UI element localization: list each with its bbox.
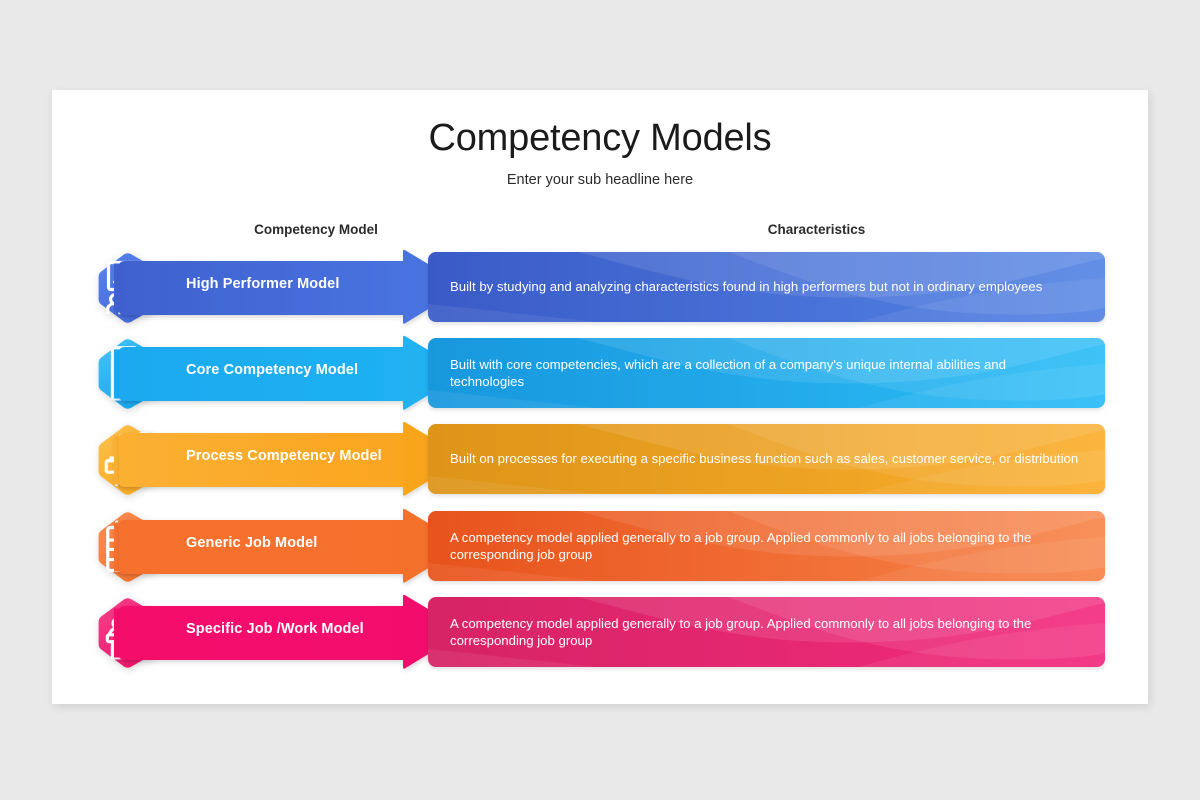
characteristic-panel[interactable]: Built on processes for executing a speci… (428, 424, 1105, 494)
competency-row: Process Competency Model Built on proces… (52, 417, 1148, 503)
row-arrow-shape[interactable] (103, 249, 465, 327)
panel-wave-decoration (428, 252, 1105, 322)
panel-wave-decoration (428, 338, 1105, 408)
panel-wave-decoration (428, 597, 1105, 667)
arrow-icon (114, 508, 464, 583)
arrow-icon (114, 335, 464, 410)
characteristic-text: A competency model applied generally to … (450, 529, 1032, 562)
panel-wave-decoration (428, 424, 1105, 494)
row-label: Core Competency Model (186, 362, 359, 378)
characteristic-text: A competency model applied generally to … (450, 615, 1032, 648)
page-title: Competency Models (428, 117, 772, 159)
competency-row: Generic Job Model A competency model app… (52, 504, 1148, 590)
row-label: Generic Job Model (186, 535, 318, 551)
row-arrow-shape[interactable] (103, 594, 465, 672)
page-subtitle: Enter your sub headline here (506, 172, 694, 188)
characteristic-text: Built on processes for executing a speci… (450, 451, 1079, 467)
slide-canvas: Competency Models Enter your sub headlin… (52, 90, 1148, 704)
arrow-icon (114, 594, 464, 669)
arrow-icon (114, 249, 464, 324)
characteristic-text: Built by studying and analyzing characte… (450, 279, 1043, 295)
competency-row: Core Competency Model Built with core co… (52, 331, 1148, 417)
row-arrow-shape[interactable] (103, 421, 465, 499)
row-label: Process Competency Model (186, 448, 382, 464)
row-label: Specific Job /Work Model (186, 621, 364, 637)
column-header-competency-model: Competency Model (254, 222, 378, 237)
characteristic-panel[interactable]: Built by studying and analyzing characte… (428, 252, 1105, 322)
arrow-icon (114, 421, 464, 496)
competency-row: Specific Job /Work Model A competency mo… (52, 590, 1148, 676)
characteristic-text: Built with core competencies, which are … (450, 356, 1006, 389)
row-arrow-shape[interactable] (103, 508, 465, 586)
row-arrow-shape[interactable] (103, 335, 465, 413)
characteristic-panel[interactable]: A competency model applied generally to … (428, 511, 1105, 581)
competency-row: High Performer Model Built by studying a… (52, 245, 1148, 331)
column-header-characteristics: Characteristics (767, 222, 866, 237)
panel-wave-decoration (428, 511, 1105, 581)
characteristic-panel[interactable]: Built with core competencies, which are … (428, 338, 1105, 408)
row-label: High Performer Model (186, 276, 340, 292)
characteristic-panel[interactable]: A competency model applied generally to … (428, 597, 1105, 667)
